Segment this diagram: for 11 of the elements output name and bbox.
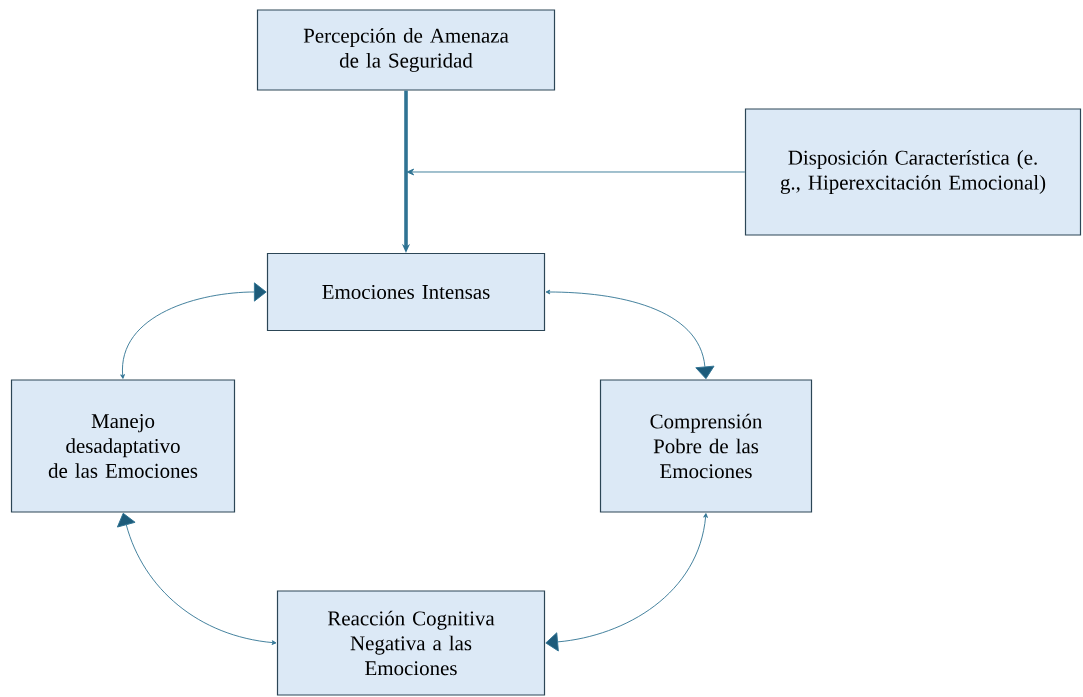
arrow (406, 168, 746, 176)
arrow (116, 512, 277, 645)
arrow (545, 513, 708, 652)
process-box: Manejo desadaptativo de las Emociones (10, 379, 236, 513)
process-box: Reacción Cognitiva Negativa a las Emociones (276, 590, 546, 696)
process-box: Emociones Intensas (266, 252, 546, 332)
arrow (545, 289, 715, 380)
arrow (120, 282, 267, 379)
process-box: Percepción de Amenaza de la Seguridad (256, 9, 556, 91)
process-box: Comprensión Pobre de las Emociones (599, 379, 813, 513)
process-box: Disposición Característica (e. g., Hiperexcitación Emocional) (744, 108, 1082, 236)
